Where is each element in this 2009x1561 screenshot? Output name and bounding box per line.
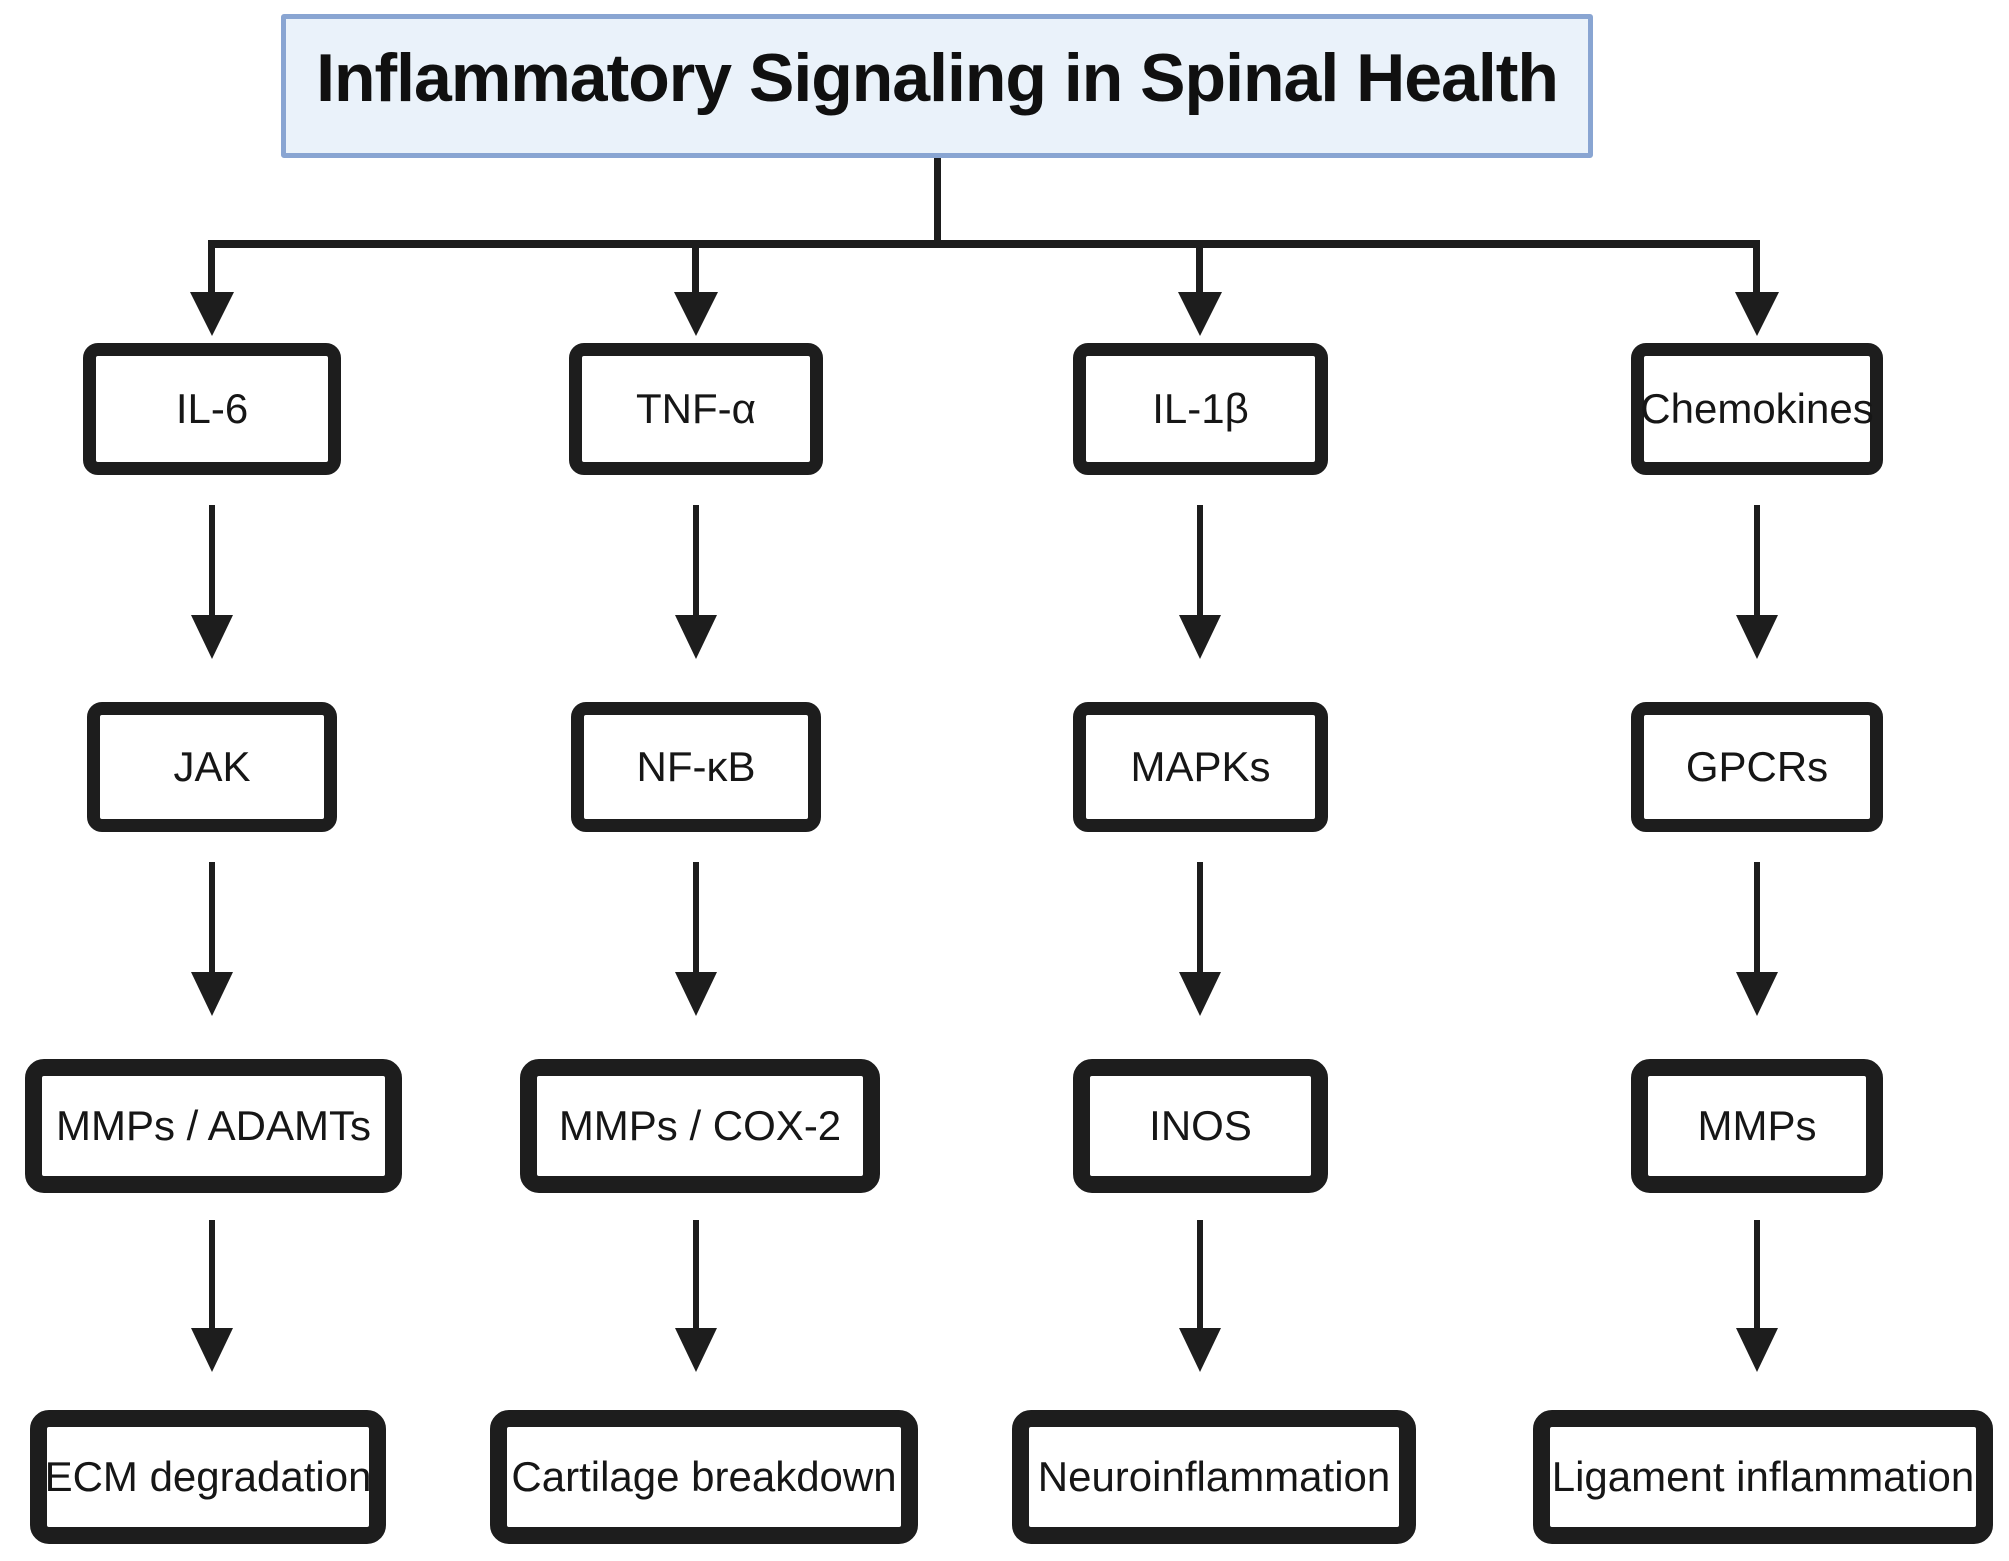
- arrowhead-down-icon: [191, 1328, 233, 1372]
- node-label: Neuroinflammation: [1037, 1453, 1391, 1500]
- arrowhead-down-icon: [1736, 615, 1778, 659]
- node-label: TNF-α: [636, 385, 756, 432]
- diagram-title: Inflammatory Signaling in Spinal Health: [316, 40, 1559, 116]
- arrow-line: [693, 1220, 699, 1332]
- node-cartilage-breakdown: Cartilage breakdown: [490, 1410, 918, 1544]
- node-neuroinflammation: Neuroinflammation: [1012, 1410, 1416, 1544]
- node-label: Cartilage breakdown: [511, 1453, 897, 1500]
- node-label: GPCRs: [1685, 743, 1829, 790]
- node-label: MMPs / ADAMTs: [55, 1102, 372, 1149]
- arrow-line: [1754, 862, 1760, 976]
- diagram-title-box: Inflammatory Signaling in Spinal Health: [281, 14, 1593, 158]
- arrow-line: [693, 862, 699, 976]
- node-ligament-inflammation: Ligament inflammation: [1533, 1410, 1993, 1544]
- node-label: MMPs / COX-2: [558, 1102, 842, 1149]
- node-label: INOS: [1149, 1102, 1252, 1149]
- node-il-1-beta: IL-1β: [1073, 343, 1328, 475]
- branch-stem-col4: [1753, 240, 1760, 296]
- node-label: MAPKs: [1130, 743, 1271, 790]
- arrowhead-down-icon: [191, 972, 233, 1016]
- node-label: IL-6: [175, 385, 249, 432]
- node-label: NF-κB: [636, 743, 756, 790]
- arrow-line: [1754, 1220, 1760, 1332]
- arrowhead-down-icon: [675, 972, 717, 1016]
- node-il-6: IL-6: [83, 343, 341, 475]
- node-mmps: MMPs: [1631, 1059, 1883, 1193]
- arrowhead-down-icon: [675, 615, 717, 659]
- arrowhead-down-icon: [1179, 1328, 1221, 1372]
- node-nf-kb: NF-κB: [571, 702, 821, 832]
- node-gpcrs: GPCRs: [1631, 702, 1883, 832]
- arrowhead-down-icon: [1736, 972, 1778, 1016]
- node-chemokines: Chemokines: [1631, 343, 1883, 475]
- node-label: Ligament inflammation: [1551, 1453, 1975, 1500]
- node-jak: JAK: [87, 702, 337, 832]
- arrowhead-down-icon: [675, 1328, 717, 1372]
- node-tnf-alpha: TNF-α: [569, 343, 823, 475]
- arrowhead-down-icon: [191, 615, 233, 659]
- arrow-line: [209, 1220, 215, 1332]
- node-ecm-degradation: ECM degradation: [30, 1410, 386, 1544]
- node-label: MMPs: [1697, 1102, 1817, 1149]
- arrow-line: [209, 862, 215, 976]
- arrow-line: [1197, 505, 1203, 619]
- node-mmps-adamts: MMPs / ADAMTs: [25, 1059, 402, 1193]
- arrow-line: [1197, 862, 1203, 976]
- node-label: IL-1β: [1152, 385, 1249, 432]
- node-label: JAK: [173, 743, 251, 790]
- node-inos: INOS: [1073, 1059, 1328, 1193]
- branch-arrowhead-down-icon: [1735, 292, 1779, 336]
- arrowhead-down-icon: [1736, 1328, 1778, 1372]
- branch-arrowhead-down-icon: [190, 292, 234, 336]
- branch-stem-col3: [1196, 240, 1203, 296]
- arrowhead-down-icon: [1179, 615, 1221, 659]
- root-connector-horizontal-line: [208, 240, 1760, 248]
- arrow-line: [693, 505, 699, 619]
- branch-stem-col2: [692, 240, 699, 296]
- node-label: ECM degradation: [44, 1453, 372, 1500]
- root-connector-vertical-line: [934, 158, 941, 244]
- node-label: Chemokines: [1640, 385, 1874, 432]
- node-mmps-cox-2: MMPs / COX-2: [520, 1059, 880, 1193]
- arrow-line: [1754, 505, 1760, 619]
- branch-arrowhead-down-icon: [1178, 292, 1222, 336]
- arrow-line: [209, 505, 215, 619]
- branch-stem-col1: [208, 240, 215, 296]
- branch-arrowhead-down-icon: [674, 292, 718, 336]
- arrow-line: [1197, 1220, 1203, 1332]
- node-mapks: MAPKs: [1073, 702, 1328, 832]
- arrowhead-down-icon: [1179, 972, 1221, 1016]
